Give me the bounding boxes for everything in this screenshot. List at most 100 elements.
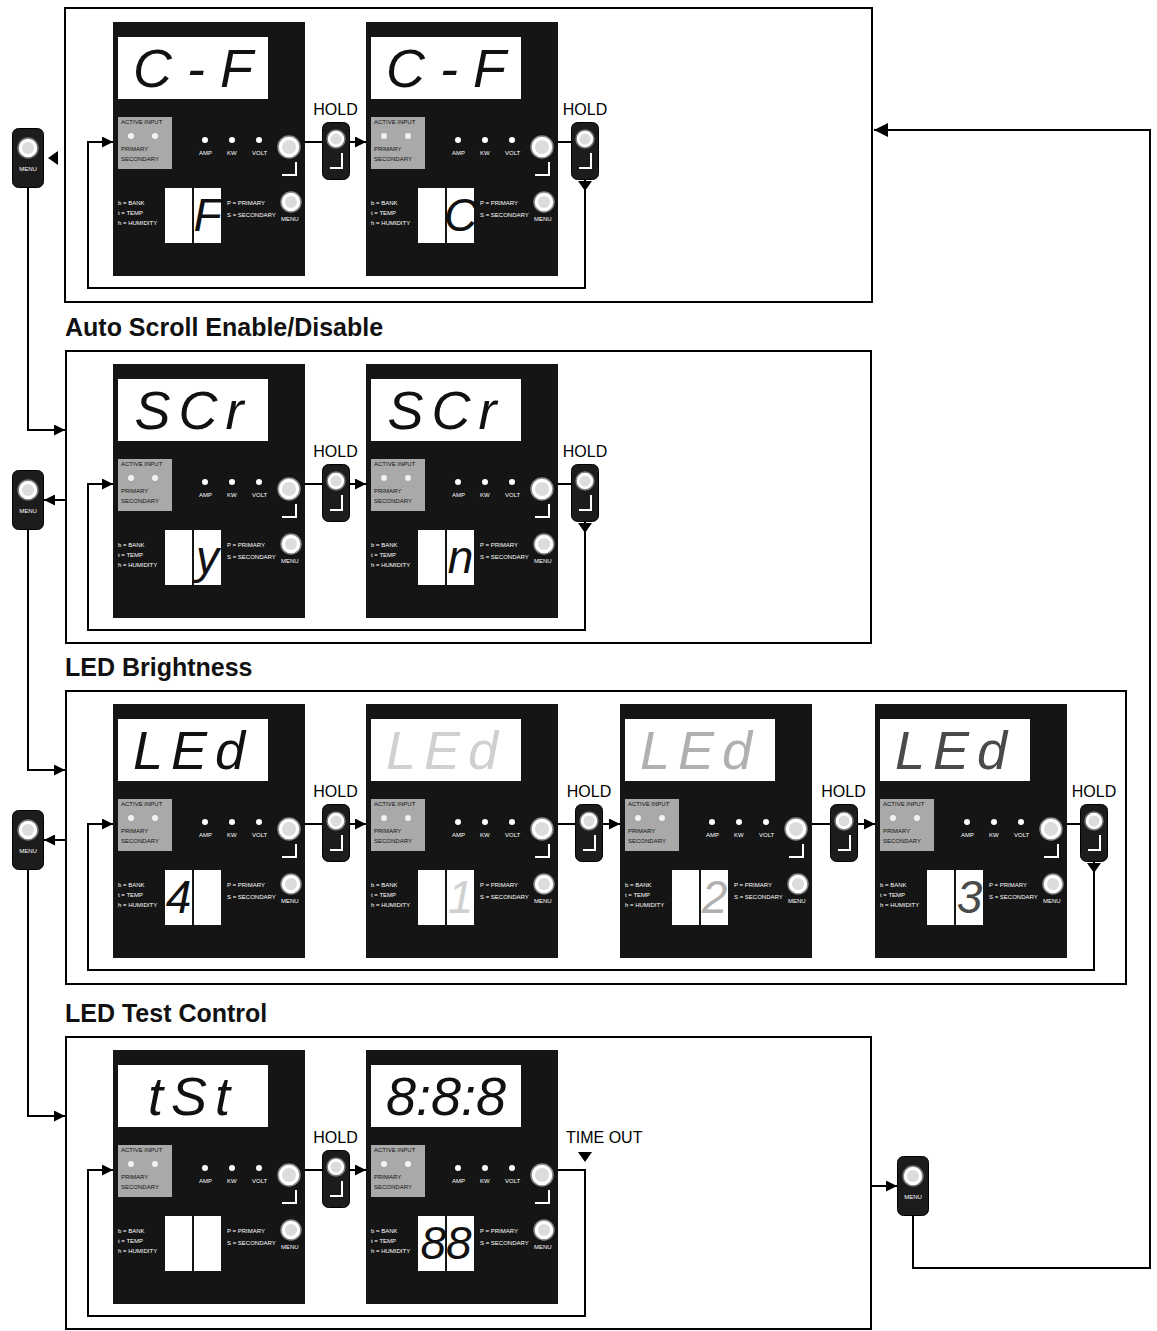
panel-label: b = BANK bbox=[371, 1228, 398, 1235]
panel-label: AMP bbox=[199, 150, 212, 157]
enter-button bbox=[323, 123, 350, 180]
panel-label: t = TEMP bbox=[118, 552, 143, 559]
panel-label: MENU bbox=[281, 216, 299, 223]
panel-label: S = SECONDARY bbox=[480, 894, 529, 901]
menu-button: MENU bbox=[897, 1156, 929, 1216]
panel-label: MENU bbox=[534, 898, 552, 905]
digit-readout: 3 bbox=[957, 870, 983, 925]
panel-label: PRIMARY bbox=[121, 828, 148, 835]
panel-label: S = SECONDARY bbox=[227, 554, 276, 561]
panel-label: ACTIVE INPUT bbox=[883, 801, 924, 808]
digit-readout: 4 bbox=[166, 870, 192, 925]
panel-label: VOLT bbox=[505, 832, 520, 839]
button-label: MENU bbox=[904, 1194, 922, 1201]
enter-button bbox=[323, 465, 350, 522]
digit-readout: C bbox=[444, 188, 477, 243]
edge-label: HOLD bbox=[561, 101, 609, 119]
menu-button: MENU bbox=[12, 128, 44, 188]
flow-arrow bbox=[28, 530, 65, 770]
edge-label: HOLD bbox=[311, 783, 359, 801]
display-panel: LEd4ACTIVE INPUTPRIMARYSECONDARYAMPKWVOL… bbox=[113, 704, 305, 958]
panel-label: t = TEMP bbox=[371, 892, 396, 899]
panel-label: PRIMARY bbox=[883, 828, 910, 835]
digit-readout: n bbox=[448, 530, 474, 585]
panel-label: S = SECONDARY bbox=[989, 894, 1038, 901]
flow-arrow bbox=[28, 188, 65, 430]
edge-label: HOLD bbox=[1070, 783, 1118, 801]
panel-label: AMP bbox=[452, 1178, 465, 1185]
panel-label: KW bbox=[734, 832, 744, 839]
panel-label: MENU bbox=[281, 558, 299, 565]
panel-label: VOLT bbox=[505, 492, 520, 499]
display-panel: tStACTIVE INPUTPRIMARYSECONDARYAMPKWVOLT… bbox=[113, 1050, 305, 1304]
display-readout: C - F bbox=[133, 37, 253, 99]
panel-label: S = SECONDARY bbox=[227, 212, 276, 219]
panel-label: h = HUMIDITY bbox=[118, 562, 157, 569]
display-readout: SCr bbox=[135, 379, 252, 441]
flow-arrow bbox=[305, 823, 366, 825]
flow-arrow bbox=[305, 1169, 366, 1171]
panel-label: S = SECONDARY bbox=[480, 212, 529, 219]
panel-label: b = BANK bbox=[118, 542, 145, 549]
arrow-head bbox=[578, 1152, 592, 1162]
edge-label: HOLD bbox=[311, 1129, 359, 1147]
panel-label: ACTIVE INPUT bbox=[374, 1147, 415, 1154]
menu-button-face bbox=[12, 810, 44, 870]
panel-label: MENU bbox=[534, 216, 552, 223]
panel-label: KW bbox=[227, 832, 237, 839]
enter-button bbox=[831, 805, 858, 862]
display-panel: C - FFACTIVE INPUTPRIMARYSECONDARYAMPKWV… bbox=[113, 22, 305, 276]
section-heading: Auto Scroll Enable/Disable bbox=[65, 312, 383, 342]
panel-label: SECONDARY bbox=[374, 1184, 412, 1191]
edge-label: TIME OUT bbox=[564, 1129, 644, 1147]
panel-label: ACTIVE INPUT bbox=[121, 119, 162, 126]
panel-label: h = HUMIDITY bbox=[118, 1248, 157, 1255]
panel-label: b = BANK bbox=[371, 200, 398, 207]
digit-readout: 1 bbox=[448, 870, 474, 925]
flow-arrow bbox=[812, 823, 875, 825]
button-label: MENU bbox=[19, 508, 37, 515]
panel-label: MENU bbox=[1043, 898, 1061, 905]
panel-label: PRIMARY bbox=[374, 828, 401, 835]
panel-label: ACTIVE INPUT bbox=[628, 801, 669, 808]
panel-label: SECONDARY bbox=[374, 498, 412, 505]
flow-arrow bbox=[44, 839, 65, 841]
display-readout: LEd bbox=[133, 719, 253, 781]
panel-label: KW bbox=[227, 150, 237, 157]
panel-label: ACTIVE INPUT bbox=[121, 801, 162, 808]
panel-label: SECONDARY bbox=[121, 838, 159, 845]
menu-button: MENU bbox=[12, 470, 44, 530]
panel-label: VOLT bbox=[252, 492, 267, 499]
menu-button-face bbox=[12, 470, 44, 530]
panel-label: MENU bbox=[534, 1244, 552, 1251]
panel-label: PRIMARY bbox=[628, 828, 655, 835]
display-readout: SCr bbox=[388, 379, 505, 441]
panel-label: ACTIVE INPUT bbox=[374, 461, 415, 468]
edge-label: HOLD bbox=[819, 783, 867, 801]
display-readout: 8:8:8 bbox=[386, 1065, 506, 1127]
panel-label: t = TEMP bbox=[371, 552, 396, 559]
return-line bbox=[874, 130, 1150, 1268]
panel-label: S = SECONDARY bbox=[480, 1240, 529, 1247]
display-panel: LEd1ACTIVE INPUTPRIMARYSECONDARYAMPKWVOL… bbox=[366, 704, 558, 958]
display-readout: LEd bbox=[640, 719, 760, 781]
display-readout: C - F bbox=[386, 37, 506, 99]
panel-label: b = BANK bbox=[118, 200, 145, 207]
flow-arrow bbox=[28, 870, 65, 1116]
section-heading: LED Test Control bbox=[65, 998, 267, 1028]
panel-label: PRIMARY bbox=[121, 146, 148, 153]
edge-label: HOLD bbox=[565, 783, 613, 801]
panel-label: S = SECONDARY bbox=[734, 894, 783, 901]
display-panel: LEd2ACTIVE INPUTPRIMARYSECONDARYAMPKWVOL… bbox=[620, 704, 812, 958]
panel-label: t = TEMP bbox=[371, 1238, 396, 1245]
enter-button bbox=[572, 465, 599, 534]
panel-label: AMP bbox=[199, 1178, 212, 1185]
panel-label: h = HUMIDITY bbox=[118, 220, 157, 227]
panel-label: PRIMARY bbox=[374, 488, 401, 495]
panel-label: P = PRIMARY bbox=[989, 882, 1027, 889]
digit-readout: F bbox=[193, 188, 221, 243]
flow-arrow bbox=[305, 141, 366, 143]
section-heading: LED Brightness bbox=[65, 652, 253, 682]
panel-label: KW bbox=[989, 832, 999, 839]
